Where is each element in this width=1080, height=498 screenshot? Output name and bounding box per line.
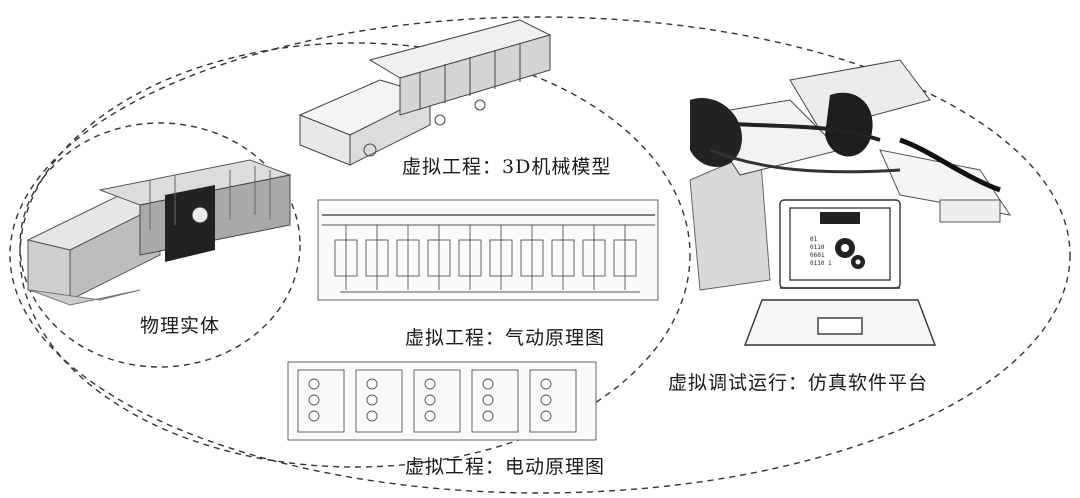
label-virtual-electric: 虚拟工程：电动原理图 bbox=[405, 456, 606, 478]
outer-ellipse bbox=[9, 16, 1071, 494]
label-virtual-commissioning: 虚拟调试运行：仿真软件平台 bbox=[668, 372, 929, 394]
terminal-connector bbox=[424, 394, 436, 406]
terminal-connector bbox=[482, 410, 494, 422]
laptop-screen-text: 01 0110 0601 0110 1 bbox=[810, 236, 832, 268]
robot-arm-image bbox=[689, 59, 1012, 291]
terminal-connector bbox=[424, 378, 436, 390]
inner-ellipse bbox=[19, 122, 301, 368]
terminal-connector bbox=[482, 394, 494, 406]
terminal-block bbox=[355, 369, 403, 433]
terminal-block bbox=[529, 369, 577, 433]
terminal-connector bbox=[366, 394, 378, 406]
label-virtual-pneumatic: 虚拟工程：气动原理图 bbox=[405, 327, 606, 349]
terminal-connector bbox=[366, 410, 378, 422]
screen-line: 01 bbox=[810, 236, 818, 243]
label-virtual-3d-model: 虚拟工程：3D机械模型 bbox=[402, 156, 612, 178]
pneumatic-schematic-image bbox=[317, 199, 659, 301]
screen-line: 0110 bbox=[810, 244, 825, 251]
laptop-icon bbox=[743, 199, 937, 346]
screen-line: 0601 bbox=[810, 252, 825, 259]
terminal-connector bbox=[366, 378, 378, 390]
terminal-connector bbox=[308, 410, 320, 422]
terminal-connector bbox=[482, 378, 494, 390]
label-physical-entity: 物理实体 bbox=[140, 315, 221, 337]
screen-line: 0110 1 bbox=[810, 260, 832, 267]
terminal-block bbox=[413, 369, 461, 433]
terminal-connector bbox=[540, 410, 552, 422]
terminal-connector bbox=[540, 378, 552, 390]
settings-gears-icon bbox=[820, 212, 865, 269]
terminal-connector bbox=[308, 394, 320, 406]
physical-valve-terminal-image bbox=[26, 159, 292, 306]
3d-mechanical-model-image bbox=[298, 19, 552, 166]
terminal-connector bbox=[424, 410, 436, 422]
terminal-connector bbox=[308, 378, 320, 390]
electrical-schematic-image bbox=[287, 361, 597, 441]
terminal-block bbox=[471, 369, 519, 433]
terminal-connector bbox=[540, 394, 552, 406]
terminal-block bbox=[297, 369, 345, 433]
